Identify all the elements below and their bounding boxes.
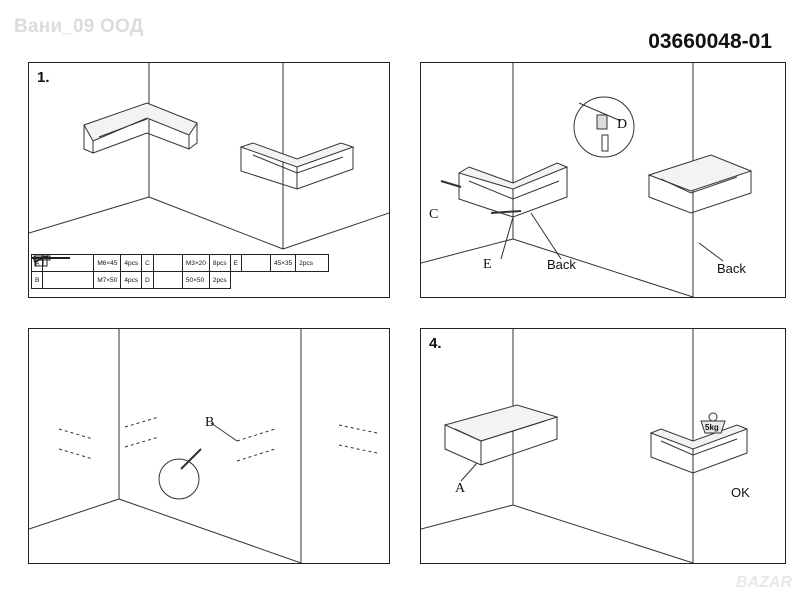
screw-icon (33, 254, 183, 272)
dowel-icon (33, 255, 95, 289)
weight-label: 5kg (705, 423, 719, 432)
label-d: D (617, 117, 628, 132)
part-letter: B (30, 271, 44, 289)
watermark: Вани_09 ООД (14, 16, 144, 37)
label-e: E (483, 257, 492, 272)
step-number: 1. (37, 69, 50, 86)
parts-row: A M6×45 4pcs C M3×20 8pcs E 45×35 2pcs (30, 254, 330, 272)
part-letter: D (141, 271, 154, 289)
angle-bracket-icon (35, 255, 183, 289)
document-code: 03660048-01 (648, 30, 772, 53)
label-back: Back (547, 257, 576, 272)
label-back: Back (717, 261, 746, 276)
parts-table: A M6×45 4pcs C M3×20 8pcs E 45×35 2pcs B… (30, 254, 330, 289)
panel-step-2: C D E Back Back (420, 62, 786, 298)
room-corner-illustration-1 (29, 63, 389, 250)
bracket-icon (34, 254, 271, 272)
part-size: 50×50 (181, 271, 210, 289)
panel-step-1: 1. A M6×45 4pcs C M3×20 8pcs E 45×35 2pc… (28, 62, 390, 298)
step-number: 4. (429, 335, 442, 352)
label-b: B (205, 415, 215, 430)
load-test-illustration (421, 329, 749, 563)
part-qty: 4pcs (120, 271, 143, 289)
part-qty: 8pcs (208, 254, 231, 272)
corner-watermark: BAZAR (736, 574, 792, 591)
parts-row: B M7×50 4pcs D 50×50 2pcs (30, 255, 329, 289)
drilling-illustration (29, 329, 378, 563)
part-qty: 4pcs (120, 254, 143, 272)
label-a: A (455, 481, 466, 496)
part-size: 45×35 (269, 254, 297, 272)
part-qty: 2pcs (295, 254, 330, 272)
part-size: M6×45 (93, 254, 122, 272)
part-letter: E (229, 254, 242, 272)
label-ok: OK (731, 485, 750, 500)
part-letter: C (141, 254, 154, 272)
label-c: C (429, 207, 439, 222)
panel-step-4: 4. A 5kg OK (420, 328, 786, 564)
part-size: M3×20 (181, 254, 210, 272)
part-qty: 2pcs (208, 271, 231, 289)
panel-step-3: B (28, 328, 390, 564)
part-size: M7×50 (93, 271, 122, 289)
room-corner-illustration-2 (421, 63, 753, 297)
